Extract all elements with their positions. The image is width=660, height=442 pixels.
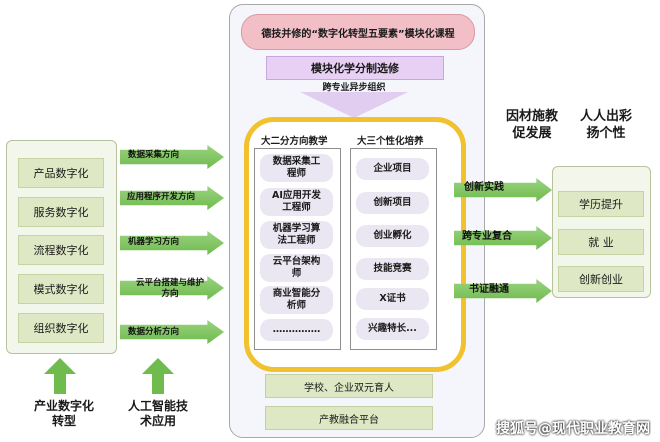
outcome-entrepreneurship: 创新创业 (558, 266, 644, 292)
bottom-box-dual-education: 学校、企业双元育人 (265, 374, 433, 398)
bottom-box-platform: 产教融合平台 (265, 406, 433, 430)
training-skills-competition: 技能竞赛 (356, 258, 429, 280)
down-chevron-icon (300, 92, 408, 118)
training-interests: 兴趣特长... (356, 318, 429, 340)
training-incubation: 创业孵化 (356, 225, 429, 247)
arrow-label-data-collection: 数据采集方向 (128, 150, 180, 160)
outcome-employment: 就 业 (558, 229, 644, 255)
direction-data-engineer: 数据采集工 程师 (260, 154, 333, 182)
arrow-label-innovation-practice: 创新实践 (464, 182, 504, 193)
arrow-label-cloud: 云平台搭建与维护 方向 (135, 278, 204, 299)
up-arrow-icon (142, 358, 174, 394)
right-column (350, 148, 437, 350)
arrow-label-cross-major: 跨专业复合 (462, 231, 512, 242)
right-head-left: 因材施教 促发展 (505, 109, 558, 141)
sub-title: 跨专业异步组织 (322, 83, 386, 93)
bottom-label-industry: 产业数字化 转型 (33, 399, 94, 428)
left-item-process: 流程数字化 (18, 235, 104, 265)
direction-ai-engineer: AI应用开发 工程师 (260, 188, 333, 216)
module-title: 模块化学分制选修 (266, 56, 444, 80)
direction-more: …………… (260, 319, 333, 341)
watermark: 搜狐号@现代职业教育网 (496, 421, 650, 437)
left-item-model: 模式数字化 (18, 274, 104, 304)
direction-bi-analyst: 商业智能分 析师 (260, 286, 333, 314)
left-item-organization: 组织数字化 (18, 313, 104, 343)
direction-cloud-architect: 云平台架构 师 (260, 254, 333, 282)
up-arrow-icon (44, 358, 76, 394)
arrow-label-data-analysis: 数据分析方向 (128, 327, 180, 337)
outcome-degree: 学历提升 (558, 191, 644, 217)
top-title: 德技并修的“数字化转型五要素”模块化课程 (241, 14, 475, 50)
training-enterprise-project: 企业项目 (356, 158, 429, 180)
arrow-label-ml: 机器学习方向 (128, 237, 180, 247)
right-col-title: 大三个性化培养 (357, 136, 424, 147)
bottom-label-ai: 人工智能技 术应用 (127, 399, 188, 428)
right-head-right: 人人出彩 扬个性 (579, 109, 632, 141)
arrow-label-app-dev: 应用程序开发方向 (127, 192, 196, 202)
training-x-certificate: X证书 (356, 288, 429, 310)
training-innovation-project: 创新项目 (356, 192, 429, 214)
left-item-service: 服务数字化 (18, 197, 104, 227)
left-item-product: 产品数字化 (18, 158, 104, 188)
arrow-label-certificate: 书证融通 (469, 284, 509, 295)
direction-ml-engineer: 机器学习算 法工程师 (260, 221, 333, 249)
left-col-title: 大二分方向教学 (261, 136, 328, 147)
